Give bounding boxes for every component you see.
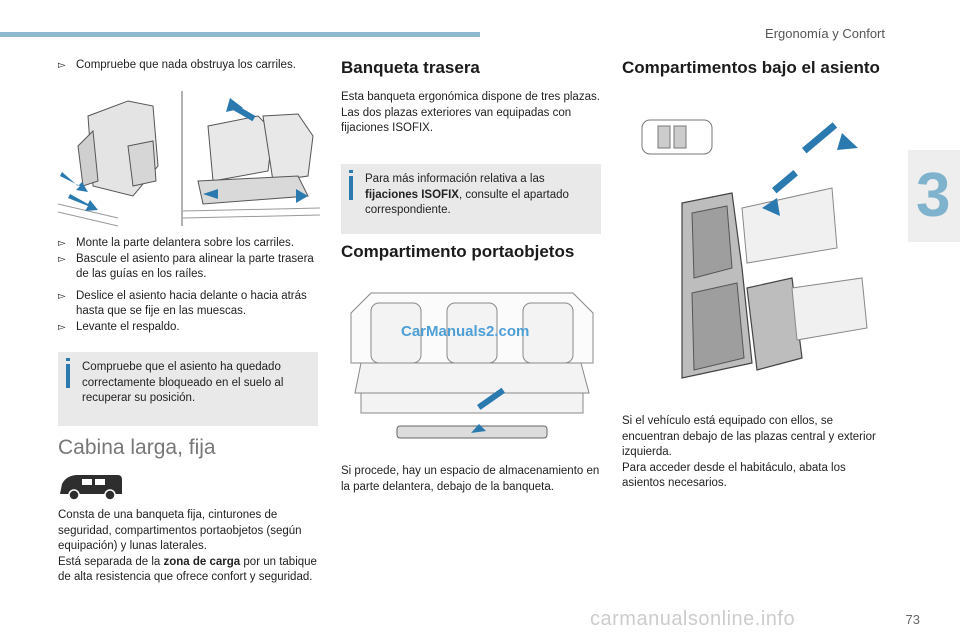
info-text: Compruebe que el asiento ha quedado corr…: [82, 361, 284, 404]
section-title: Ergonomía y Confort: [765, 26, 885, 41]
paragraph: Las dos plazas exteriores van equipadas …: [341, 106, 572, 135]
paragraph: Si el vehículo está equipado con ellos, …: [622, 415, 876, 458]
paragraph: Esta banqueta ergonómica dispone de tres…: [341, 91, 600, 103]
info-icon-bar: [349, 176, 353, 200]
column-1: ▻ Compruebe que nada obstruya los carril…: [58, 58, 320, 74]
paragraph: Está separada de la zona de carga por un…: [58, 555, 317, 584]
info-icon: [349, 170, 353, 173]
paragraph: Consta de una banqueta fija, cinturones …: [58, 509, 302, 552]
paragraph: Para acceder desde el habitáculo, abata …: [622, 461, 846, 490]
watermark: CarManuals2.com: [401, 323, 530, 340]
column-3-body: Si el vehículo está equipado con ellos, …: [622, 414, 884, 492]
under-seat-illustration: [622, 108, 884, 408]
bullet-arrow-icon: ▻: [58, 60, 66, 71]
bullet-arrow-icon: ▻: [58, 321, 66, 333]
header-bar: [0, 32, 480, 37]
info-icon: [66, 358, 70, 361]
footer-watermark: carmanualsonline.info: [590, 608, 796, 630]
rear-bench-illustration: CarManuals2.com: [341, 283, 603, 453]
column-1-body: Consta de una banqueta fija, cinturones …: [58, 508, 320, 586]
van-icon: [58, 472, 124, 502]
info-box: Compruebe que el asiento ha quedado corr…: [58, 352, 318, 426]
bullet-item: ▻ Bascule el asiento para alinear la par…: [58, 252, 320, 283]
heading-compartimentos: Compartimentos bajo el asiento: [622, 58, 880, 77]
bullet-item: ▻ Deslice el asiento hacia delante o hac…: [58, 289, 320, 320]
column-1-steps: ▻ Monte la parte delantera sobre los car…: [58, 236, 320, 335]
chapter-tab: 3: [908, 150, 960, 242]
info-box: Para más información relativa a las fija…: [341, 164, 601, 234]
info-text: Para más información relativa a las fija…: [365, 173, 569, 216]
bullet-item: ▻ Monte la parte delantera sobre los car…: [58, 236, 320, 252]
bullet-item: ▻ Compruebe que nada obstruya los carril…: [58, 58, 320, 74]
column-2-body: Si procede, hay un espacio de almacenami…: [341, 464, 603, 495]
column-2: Banqueta trasera Esta banqueta ergonómic…: [341, 58, 603, 137]
chapter-number: 3: [916, 161, 951, 230]
seat-rail-illustration: [57, 86, 321, 228]
bullet-arrow-icon: ▻: [58, 238, 66, 249]
info-icon-bar: [66, 364, 70, 388]
bullet-arrow-icon: ▻: [58, 253, 66, 265]
bullet-arrow-icon: ▻: [58, 290, 66, 302]
page-number: 73: [905, 612, 920, 627]
heading-banqueta: Banqueta trasera: [341, 58, 480, 77]
heading-compartimento: Compartimento portaobjetos: [341, 242, 575, 261]
heading-cabina: Cabina larga, fija: [58, 436, 216, 459]
paragraph: Si procede, hay un espacio de almacenami…: [341, 465, 600, 493]
bullet-item: ▻ Levante el respaldo.: [58, 320, 320, 336]
